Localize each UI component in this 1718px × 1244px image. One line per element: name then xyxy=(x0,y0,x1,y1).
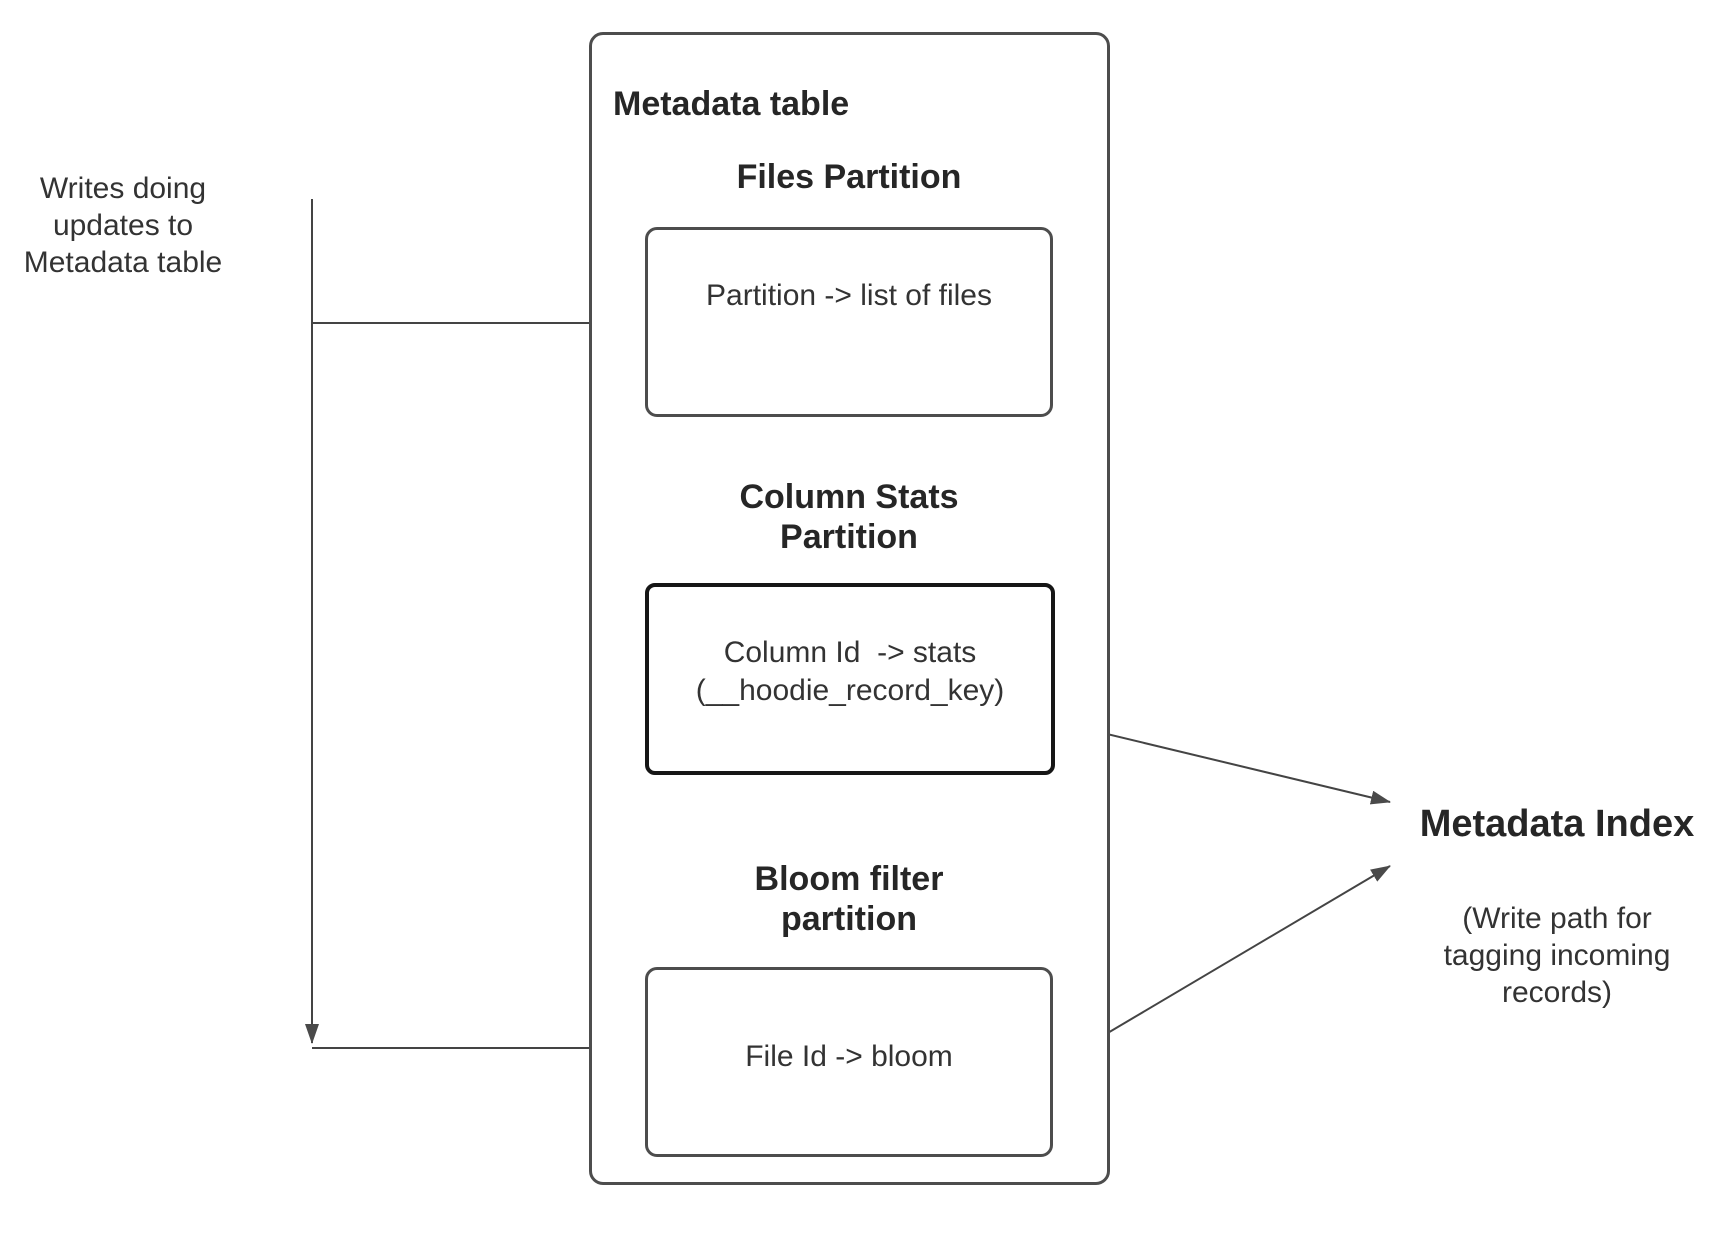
column-stats-partition-text: Column Id -> stats (__hoodie_record_key) xyxy=(695,636,1005,707)
metadata-table-container: Metadata table Files Partition Partition… xyxy=(589,32,1110,1185)
metadata-index-note: (Write path for tagging incoming records… xyxy=(1443,902,1671,1009)
column-stats-partition-box: Column Id -> stats (__hoodie_record_key) xyxy=(645,583,1055,775)
column-stats-partition-label: Column Stats Partition xyxy=(739,478,959,556)
writes-updates-note: Writes doing updates to Metadata table xyxy=(23,172,223,279)
files-partition-label: Files Partition xyxy=(736,158,962,196)
metadata-index-title: Metadata Index xyxy=(1419,803,1695,845)
files-partition-box: Partition -> list of files xyxy=(645,227,1053,417)
metadata-table-title: Metadata table xyxy=(613,85,850,123)
bloom-filter-partition-label: Bloom filter partition xyxy=(754,860,944,938)
files-partition-text: Partition -> list of files xyxy=(706,279,992,312)
bloom-filter-partition-text: File Id -> bloom xyxy=(745,1040,953,1073)
bloom-filter-partition-box: File Id -> bloom xyxy=(645,967,1053,1157)
